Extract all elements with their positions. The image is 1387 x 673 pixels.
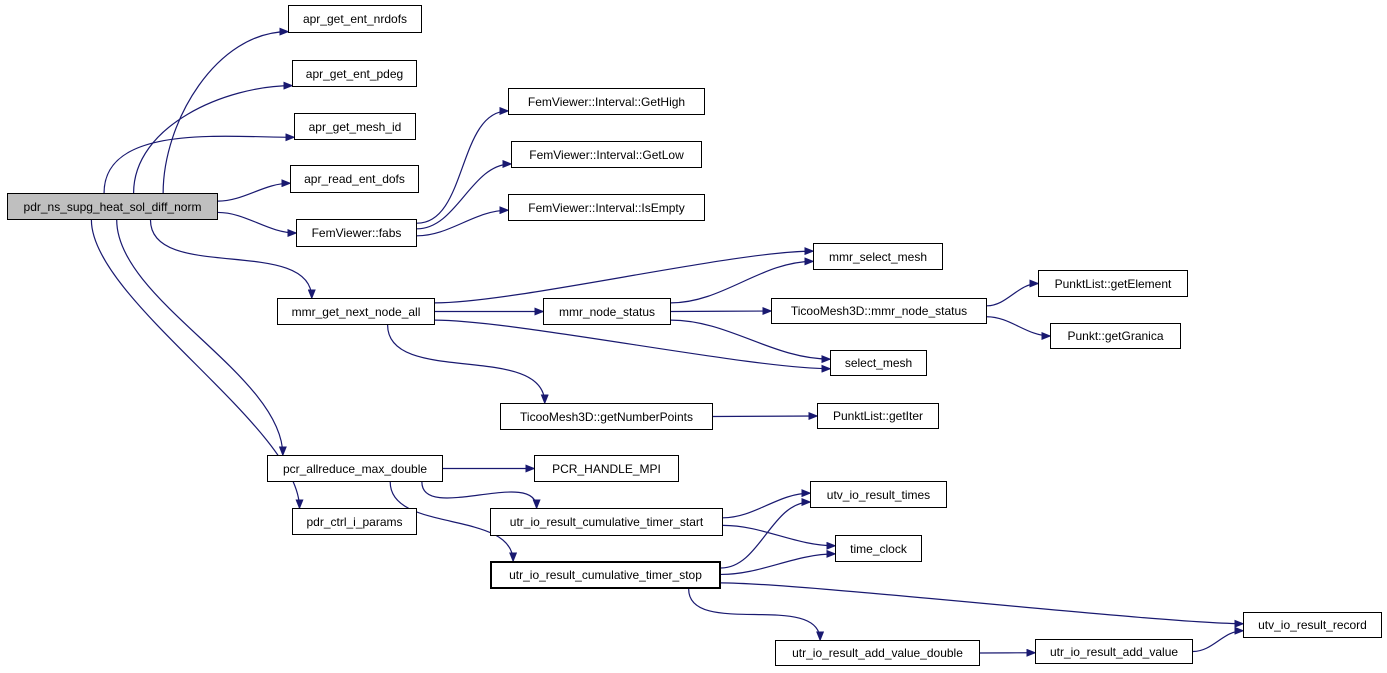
node-apr-get-ent-pdeg[interactable]: apr_get_ent_pdeg — [292, 60, 417, 87]
call-edge-ticoo_mmr_node_status-to-punkt_getgranica — [986, 316, 1052, 340]
node-femviewer-interval-gethigh[interactable]: FemViewer::Interval::GetHigh — [508, 88, 705, 115]
call-edge-utr_io_result_add_value-to-utv_io_result_record — [1192, 626, 1245, 653]
node-apr-get-mesh-id[interactable]: apr_get_mesh_id — [294, 113, 416, 140]
call-edge-timer_start-to-time_clock — [722, 524, 837, 550]
node-femviewer-fabs[interactable]: FemViewer::fabs — [296, 219, 417, 247]
node-utv-io-result-times[interactable]: utv_io_result_times — [810, 481, 947, 508]
call-edge-mmr_node_status-to-select_mesh — [670, 319, 832, 364]
node-time-clock[interactable]: time_clock — [835, 535, 922, 562]
node-punktlist-getiter[interactable]: PunktList::getIter — [817, 403, 939, 429]
node-ticoomesh3d-mmr-node-status[interactable]: TicooMesh3D::mmr_node_status — [771, 298, 987, 324]
call-edge-ticoo_getnumberpoints-to-punktlist_getiter — [712, 412, 819, 421]
call-edge-femviewer_fabs-to-interval_gethigh — [416, 106, 510, 224]
call-edge-root-to-apr_get_mesh_id — [103, 133, 296, 194]
call-edge-timer_stop-to-utr_io_result_add_value_double — [688, 588, 825, 642]
call-edge-femviewer_fabs-to-interval_getlow — [416, 159, 513, 230]
call-edge-mmr_node_status-to-ticoo_mmr_node_status — [670, 307, 773, 316]
node-pdr-ns-supg-heat-sol-diff-norm: pdr_ns_supg_heat_sol_diff_norm — [7, 193, 218, 220]
call-edge-mmr_get_next_node_all-to-mmr_select_mesh — [434, 247, 815, 304]
call-edge-timer_start-to-utv_io_result_times — [722, 489, 812, 519]
node-femviewer-interval-isempty[interactable]: FemViewer::Interval::IsEmpty — [508, 194, 705, 221]
node-utr-io-result-add-value-double[interactable]: utr_io_result_add_value_double — [775, 640, 980, 666]
call-edge-femviewer_fabs-to-interval_isempty — [416, 206, 510, 237]
node-mmr-select-mesh[interactable]: mmr_select_mesh — [813, 243, 943, 270]
call-edge-timer_stop-to-utv_io_result_record — [720, 582, 1245, 628]
node-mmr-node-status[interactable]: mmr_node_status — [543, 298, 671, 325]
node-punkt-getgranica[interactable]: Punkt::getGranica — [1050, 323, 1181, 349]
node-apr-read-ent-dofs[interactable]: apr_read_ent_dofs — [290, 165, 419, 193]
call-edge-pcr_allreduce_max_double-to-timer_stop — [389, 481, 518, 563]
node-punktlist-getelement[interactable]: PunktList::getElement — [1038, 270, 1188, 297]
call-edge-mmr_node_status-to-mmr_select_mesh — [670, 257, 815, 304]
node-utr-io-result-add-value[interactable]: utr_io_result_add_value — [1035, 639, 1193, 664]
node-mmr-get-next-node-all[interactable]: mmr_get_next_node_all — [277, 298, 435, 325]
call-edge-timer_stop-to-utv_io_result_times — [720, 498, 812, 569]
call-edge-pcr_allreduce_max_double-to-timer_start — [421, 481, 541, 510]
node-utr-io-result-cumulative-timer-stop[interactable]: utr_io_result_cumulative_timer_stop — [490, 561, 721, 589]
call-edge-root-to-mmr_get_next_node_all — [149, 219, 316, 300]
call-edge-mmr_get_next_node_all-to-select_mesh — [434, 319, 832, 373]
node-pdr-ctrl-i-params[interactable]: pdr_ctrl_i_params — [292, 508, 417, 535]
call-edge-timer_stop-to-time_clock — [720, 549, 837, 576]
node-ticoomesh3d-getnumberpoints[interactable]: TicooMesh3D::getNumberPoints — [500, 403, 713, 430]
node-pcr-allreduce-max-double[interactable]: pcr_allreduce_max_double — [267, 455, 443, 482]
call-edge-root-to-apr_get_ent_pdeg — [133, 81, 294, 194]
call-edge-root-to-apr_get_ent_nrdofs — [162, 27, 290, 194]
node-utv-io-result-record[interactable]: utv_io_result_record — [1243, 612, 1382, 638]
node-femviewer-interval-getlow[interactable]: FemViewer::Interval::GetLow — [511, 141, 702, 168]
call-edge-root-to-apr_read_ent_dofs — [217, 179, 292, 202]
call-edge-mmr_get_next_node_all-to-ticoo_getnumberpoints — [387, 324, 549, 405]
call-edge-root-to-pcr_allreduce_max_double — [116, 219, 287, 457]
call-edge-ticoo_mmr_node_status-to-punktlist_getelement — [986, 279, 1040, 307]
node-select-mesh[interactable]: select_mesh — [830, 350, 927, 376]
node-utr-io-result-cumulative-timer-start[interactable]: utr_io_result_cumulative_timer_start — [490, 508, 723, 536]
call-edge-root-to-femviewer_fabs — [217, 211, 298, 237]
node-apr-get-ent-nrdofs[interactable]: apr_get_ent_nrdofs — [288, 5, 422, 33]
node-pcr-handle-mpi[interactable]: PCR_HANDLE_MPI — [534, 455, 679, 482]
